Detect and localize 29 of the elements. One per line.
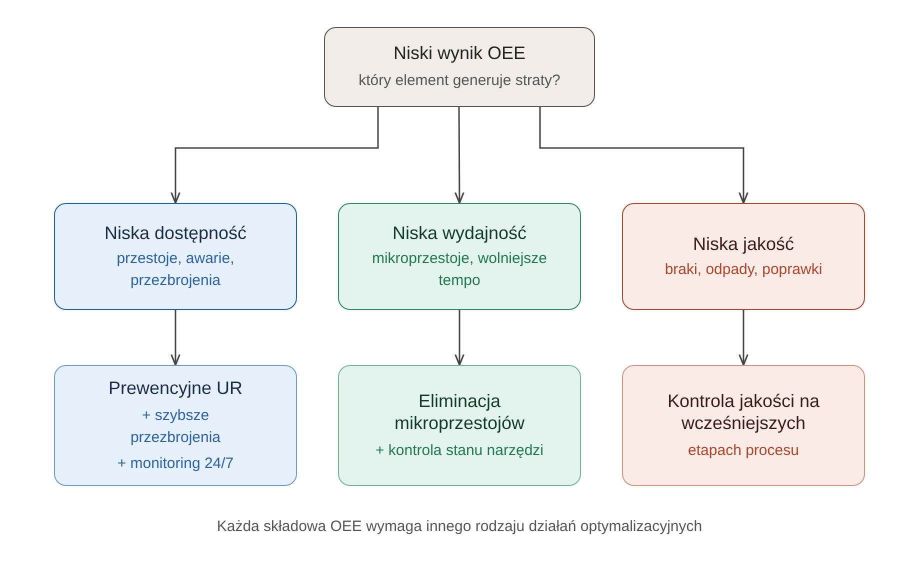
box-heading: Prewencyjne UR bbox=[108, 376, 243, 398]
category-box bbox=[338, 203, 581, 310]
arrow bbox=[738, 310, 748, 366]
question-box bbox=[324, 27, 595, 107]
arrow bbox=[454, 310, 464, 366]
caption: Każda składowa OEE wymaga innego rodzaju działań optymalizacyjnych bbox=[216, 518, 704, 535]
box-heading: Eliminacja mikroprzestojów bbox=[393, 390, 526, 434]
arrow bbox=[170, 107, 379, 204]
box-description: przestoje, awarie, przezbrojenia bbox=[116, 248, 236, 290]
box-heading: Niska wydajność bbox=[392, 222, 527, 244]
box-description: mikroprzestoje, wolniejsze tempo bbox=[370, 248, 548, 290]
box-heading: Niska dostępność bbox=[104, 222, 247, 244]
action-box bbox=[54, 365, 297, 486]
box-description: + kontrola stanu narzędzi bbox=[375, 440, 544, 460]
box-description: który element generuje straty? bbox=[358, 71, 560, 91]
action-box bbox=[622, 365, 865, 486]
box-heading: Niski wynik OEE bbox=[393, 42, 526, 64]
box-heading: Niska jakość bbox=[692, 232, 794, 254]
box-heading: Kontrola jakości na wcześniejszych bbox=[666, 390, 821, 434]
arrow bbox=[170, 310, 180, 366]
box-description: + monitoring 24/7 bbox=[117, 454, 234, 474]
box-description: braki, odpady, poprawki bbox=[664, 260, 822, 280]
category-box bbox=[54, 203, 297, 310]
box-description: + szybsze przezbrojenia bbox=[129, 406, 222, 448]
arrow bbox=[539, 107, 748, 204]
category-box bbox=[622, 203, 865, 310]
box-description: etapach procesu bbox=[688, 440, 799, 460]
action-box bbox=[338, 365, 581, 486]
arrow bbox=[454, 107, 464, 204]
